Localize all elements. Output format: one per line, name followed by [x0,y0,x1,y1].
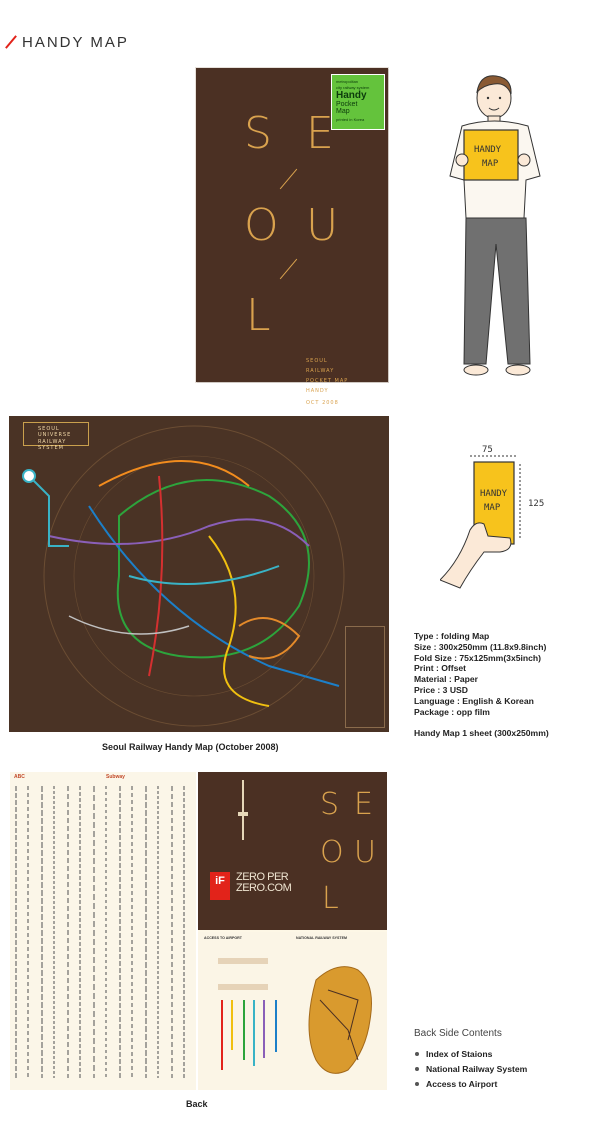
spec-line: Fold Size : 75x125mm(3x5inch) [414,652,542,663]
back-panel: S E O U L iF ZERO PER ZERO.COM ACCESS TO… [198,772,387,1090]
back-letter: L [322,881,339,916]
publisher-logo: ZERO PER ZERO.COM [236,871,292,894]
cover-subtitle: SEOUL RAILWAY POCKET MAP HANDY [306,358,349,394]
railway-title: NATIONAL RAILWAY SYSTEM [296,936,347,940]
sign-text: MAP [482,159,499,169]
back-contents-list: Index of Staions National Railway System… [414,1047,527,1092]
map-cover-image: S E O U L SEOUL RAILWAY POCKET MAP HANDY… [196,68,388,406]
green-sticker: metropolitan city railway system Handy P… [331,74,385,130]
card-text: MAP [484,503,501,513]
tower-icon [242,780,244,840]
cover-letter: O [244,200,279,251]
if-award-logo: iF [210,872,230,900]
back-side-image: ABC Subway S E O U L iF ZERO PER [10,772,387,1090]
person-drawing: HANDY MAP [449,75,541,376]
list-item: Index of Staions [414,1047,527,1062]
spec-line: Print : Offset [414,663,467,674]
index-heading: ABC [14,774,25,780]
spec-line: Package : opp film [414,706,490,717]
spec-line: Type : folding Map [414,631,490,641]
back-letter: S [320,787,340,822]
cover-letter: L [246,290,271,341]
cover-date: OCT 2008 [306,400,339,406]
cover-slash [279,168,298,190]
hand-illustration: HANDY MAP 75 125 [439,440,560,590]
slash-icon [4,35,18,49]
hand-drawing: HANDY MAP 75 125 [439,445,544,589]
spec-line: Handy Map 1 sheet (300x250mm) [414,728,549,739]
back-diagrams [218,958,372,1074]
width-label: 75 [482,445,493,455]
station-index: ABC Subway [10,772,196,1090]
back-letter: U [354,835,376,870]
list-item: National Railway System [414,1062,527,1077]
index-heading: Subway [106,774,125,780]
spec-line: Size : 300x250mm (11.8x9.8inch) [414,641,547,652]
card-text: HANDY [480,489,508,499]
page-header: HANDY MAP [4,32,129,52]
index-columns [15,786,185,1078]
back-cover-panel: S E O U L iF ZERO PER ZERO.COM [198,772,387,930]
railway-map-image: SEOUL UNIVERSE RAILWAY SYSTEM [9,416,389,732]
person-illustration: HANDY MAP [440,68,560,388]
back-bottom-panel: ACCESS TO AIRPORT NATIONAL RAILWAY SYSTE… [198,932,387,1090]
back-letter: E [354,787,373,822]
spec-list: Type : folding Map Size : 300x250mm (11.… [414,631,549,739]
spec-line: Language : English & Korean [414,695,534,706]
map-title-box: SEOUL UNIVERSE RAILWAY SYSTEM [23,422,89,451]
map-lines-drawing [22,425,345,727]
list-item: Access to Airport [414,1077,527,1092]
cover-slash [279,258,298,280]
page-title: HANDY MAP [22,33,129,51]
height-label: 125 [528,499,544,509]
spec-line: Price : 3 USD [414,684,468,695]
spec-line [414,717,549,728]
back-letter: O [320,835,344,870]
map-legend [345,626,385,728]
cover-letter: S [244,108,272,159]
back-caption: Back [186,1099,208,1109]
airport-title: ACCESS TO AIRPORT [204,936,242,940]
sign-text: HANDY [474,145,502,155]
back-contents-title: Back Side Contents [414,1028,502,1039]
cover-letter: U [306,200,339,251]
cover-letter: E [306,108,334,159]
spec-line: Material : Paper [414,674,478,685]
map-caption: Seoul Railway Handy Map (October 2008) [102,742,279,752]
